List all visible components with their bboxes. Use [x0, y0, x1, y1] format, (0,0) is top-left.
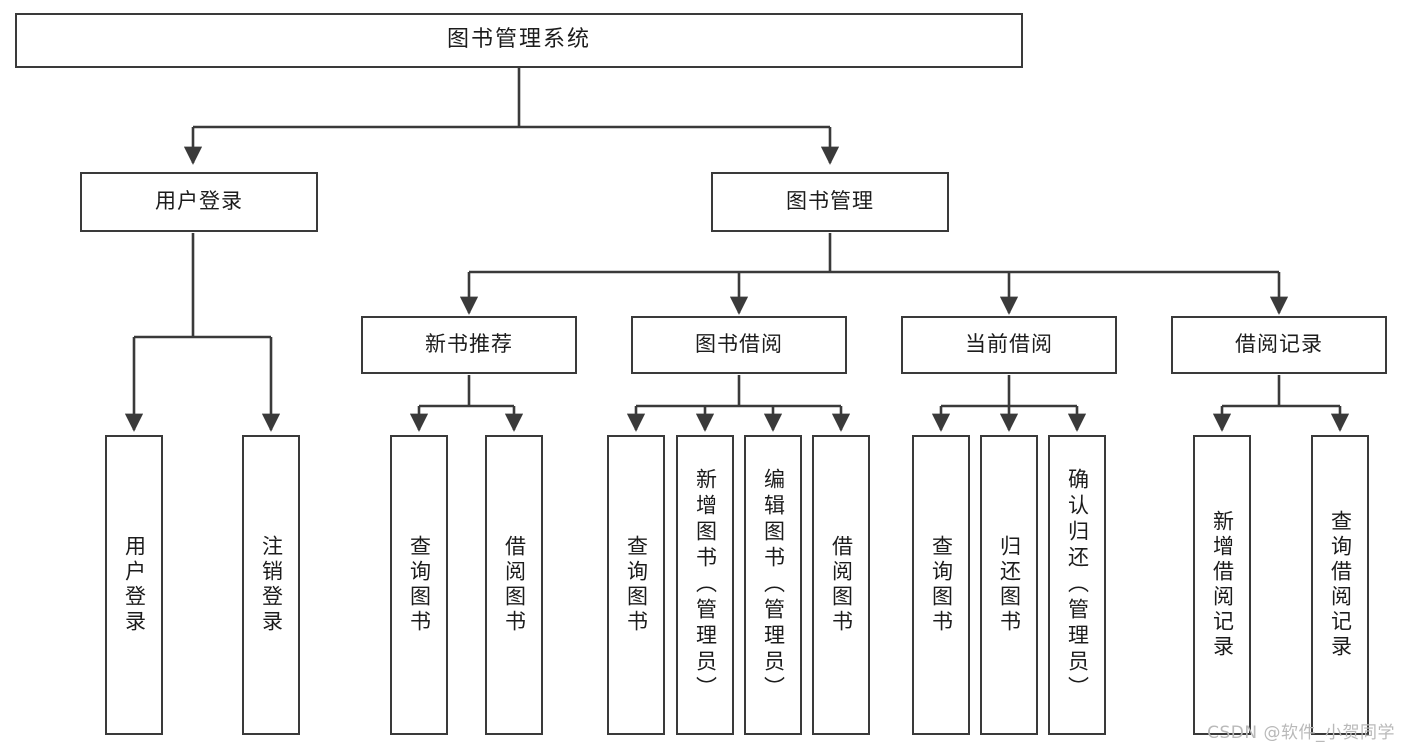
node-label: 编辑图书（管理员） [761, 468, 786, 702]
node-label: 确认归还（管理员） [1065, 468, 1090, 702]
node-borrow-record[interactable]: 借阅记录 [1171, 316, 1387, 374]
leaf-user-login-logout[interactable]: 注销登录 [242, 435, 300, 735]
node-root-book-management-system[interactable]: 图书管理系统 [15, 13, 1023, 68]
leaf-user-login-login[interactable]: 用户登录 [105, 435, 163, 735]
leaf-book-borrow-edit-book-admin[interactable]: 编辑图书（管理员） [744, 435, 802, 735]
node-label: 借阅记录 [1235, 332, 1323, 357]
leaf-borrow-record-query-record[interactable]: 查询借阅记录 [1311, 435, 1369, 735]
leaf-new-book-query-book[interactable]: 查询图书 [390, 435, 448, 735]
node-user-login[interactable]: 用户登录 [80, 172, 318, 232]
leaf-current-borrow-return-book[interactable]: 归还图书 [980, 435, 1038, 735]
node-label: 图书借阅 [695, 332, 783, 357]
node-label: 图书管理 [786, 189, 874, 214]
node-new-book-recommend[interactable]: 新书推荐 [361, 316, 577, 374]
node-label: 用户登录 [155, 189, 243, 214]
node-label: 借阅图书 [502, 535, 527, 635]
node-label: 查询图书 [929, 535, 954, 635]
leaf-current-borrow-query-book[interactable]: 查询图书 [912, 435, 970, 735]
node-label: 新增图书（管理员） [693, 468, 718, 702]
watermark-text: CSDN @软件_小贺同学 [1207, 723, 1395, 743]
node-current-borrow[interactable]: 当前借阅 [901, 316, 1117, 374]
node-label: 查询图书 [624, 535, 649, 635]
node-label: 注销登录 [259, 535, 284, 635]
node-label: 新增借阅记录 [1210, 510, 1235, 660]
leaf-current-borrow-confirm-return-admin[interactable]: 确认归还（管理员） [1048, 435, 1106, 735]
leaf-book-borrow-query-book[interactable]: 查询图书 [607, 435, 665, 735]
node-label: 查询借阅记录 [1328, 510, 1353, 660]
leaf-book-borrow-add-book-admin[interactable]: 新增图书（管理员） [676, 435, 734, 735]
node-book-management[interactable]: 图书管理 [711, 172, 949, 232]
node-book-borrow[interactable]: 图书借阅 [631, 316, 847, 374]
node-label: 归还图书 [997, 535, 1022, 635]
leaf-new-book-borrow-book[interactable]: 借阅图书 [485, 435, 543, 735]
leaf-book-borrow-borrow-book[interactable]: 借阅图书 [812, 435, 870, 735]
node-label: 查询图书 [407, 535, 432, 635]
node-label: 用户登录 [122, 535, 147, 635]
leaf-borrow-record-add-record[interactable]: 新增借阅记录 [1193, 435, 1251, 735]
node-label: 当前借阅 [965, 332, 1053, 357]
node-label: 新书推荐 [425, 332, 513, 357]
node-label: 借阅图书 [829, 535, 854, 635]
node-label: 图书管理系统 [446, 27, 591, 53]
